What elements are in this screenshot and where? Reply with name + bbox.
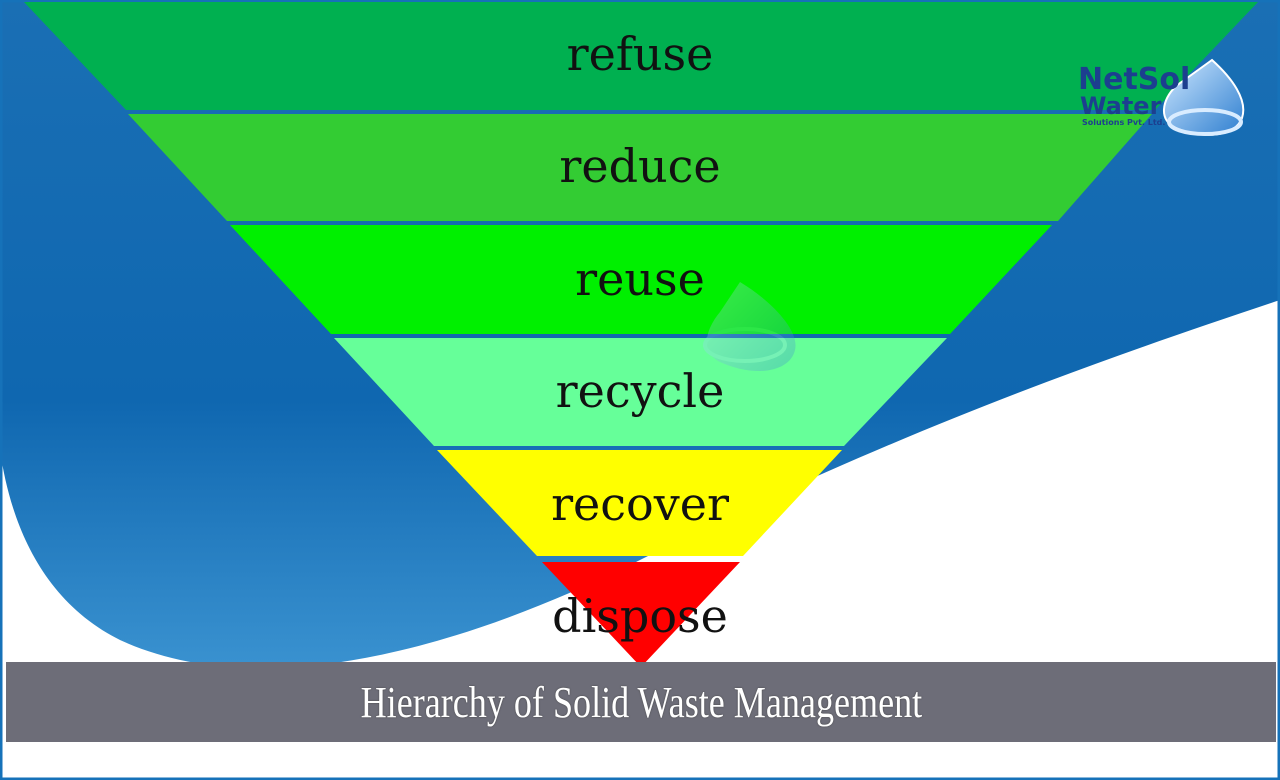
layer-label-refuse: refuse: [567, 27, 714, 81]
watermark-logo: [703, 282, 796, 372]
layer-reduce: [128, 114, 1152, 221]
logo-line1: NetSol: [1078, 62, 1190, 97]
layer-reuse: [230, 225, 1052, 334]
company-logo: NetSol Water Solutions Pvt. Ltd.: [1078, 58, 1245, 136]
caption-bar: Hierarchy of Solid Waste Management: [6, 662, 1276, 742]
layer-label-recycle: recycle: [556, 364, 725, 418]
layer-label-dispose: dispose: [552, 589, 728, 643]
layer-recycle: [334, 338, 947, 446]
layer-label-reuse: reuse: [575, 252, 705, 306]
diagram-title: Hierarchy of Solid Waste Management: [360, 677, 922, 727]
water-drop-icon: [706, 282, 796, 372]
logo-line2: Water: [1080, 92, 1162, 120]
logo-line3: Solutions Pvt. Ltd.: [1082, 118, 1165, 127]
layer-refuse: [24, 2, 1258, 110]
layer-dispose: [542, 562, 740, 667]
layer-label-reduce: reduce: [559, 139, 720, 193]
layer-label-recover: recover: [551, 477, 729, 531]
water-ripple-icon: [1167, 108, 1243, 136]
layer-recover: [437, 450, 842, 556]
pyramid: refuse reduce reuse recycle recover disp…: [24, 2, 1258, 667]
